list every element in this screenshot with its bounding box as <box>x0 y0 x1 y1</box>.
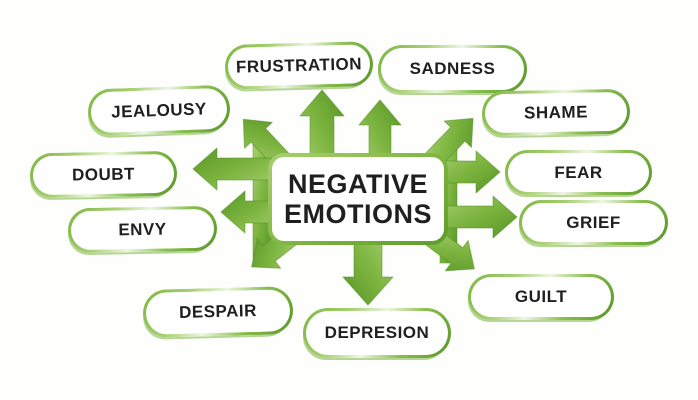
arrow-doubt <box>192 147 283 191</box>
emotion-pill-envy: ENVY <box>67 205 218 254</box>
emotion-pill-fear: FEAR <box>505 150 652 195</box>
center-box: NEGATIVE EMOTIONS <box>268 153 448 245</box>
emotion-pill-doubt: DOUBT <box>29 150 178 199</box>
emotion-label: GUILT <box>514 287 568 306</box>
emotion-label: FEAR <box>554 162 603 182</box>
emotion-label: FRUSTRATION <box>235 53 363 77</box>
emotion-label: JEALOUSY <box>110 98 208 122</box>
emotion-label: DOUBT <box>71 163 136 185</box>
emotion-pill-depresion: DEPRESION <box>303 308 451 358</box>
emotion-label: ENVY <box>118 219 167 239</box>
emotion-label: SADNESS <box>409 59 496 78</box>
emotion-pill-grief: GRIEF <box>519 200 668 245</box>
emotion-pill-jealousy: JEALOUSY <box>87 84 231 137</box>
emotion-label: DESPAIR <box>178 300 258 323</box>
emotion-pill-sadness: SADNESS <box>378 45 527 93</box>
emotion-pill-shame: SHAME <box>481 88 631 137</box>
emotion-label: DEPRESION <box>324 323 430 342</box>
emotion-pill-despair: DESPAIR <box>142 286 294 338</box>
center-title: NEGATIVE EMOTIONS <box>283 168 432 229</box>
emotion-label: GRIEF <box>566 212 621 232</box>
emotion-pill-guilt: GUILT <box>468 274 614 320</box>
emotion-label: SHAME <box>523 101 589 123</box>
emotion-pill-frustration: FRUSTRATION <box>224 41 374 90</box>
